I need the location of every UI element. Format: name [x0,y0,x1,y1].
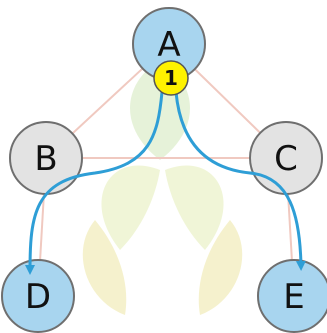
node-circle [1,259,75,333]
node-e: E [257,259,327,333]
node-d: D [1,259,75,333]
node-label: D [25,277,51,317]
badge-label: 1 [164,66,178,90]
badge-layer: 1 [153,60,189,96]
nodes-layer: A B C D E [1,7,327,333]
node-label: E [283,277,304,317]
node-circle [257,259,327,333]
node-label: B [34,139,57,179]
node-b: B [9,121,83,195]
flow-arrow-a-e [174,91,306,271]
node-a: A [132,7,206,81]
flow-arrow-a-d [25,91,164,275]
node-label: A [157,25,180,65]
node-c: C [249,121,323,195]
flow-arrows-layer [25,91,306,275]
node-label: C [274,139,298,179]
badge-circle [153,60,189,96]
